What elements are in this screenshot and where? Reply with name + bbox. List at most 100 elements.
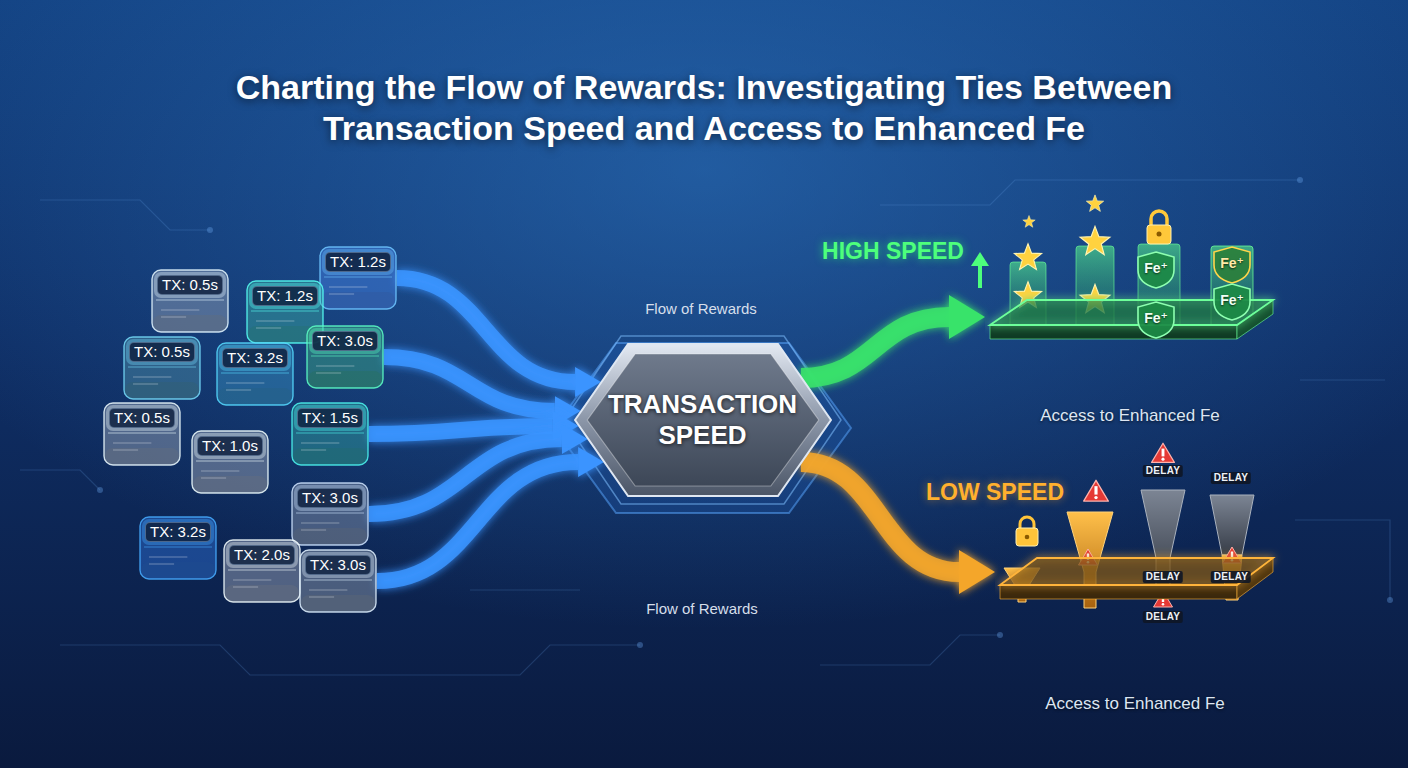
up-arrow-head	[971, 252, 989, 266]
block-detail	[301, 530, 326, 531]
block-top-face	[309, 328, 381, 354]
title-area: Charting the Flow of Rewards: Investigat…	[184, 67, 1224, 149]
block-body	[152, 270, 228, 332]
block-edge	[144, 547, 212, 548]
block-top-face	[249, 283, 321, 309]
block-body	[300, 550, 376, 612]
block-detail	[316, 373, 341, 374]
circuit-trace	[60, 645, 640, 675]
block-top-face	[294, 405, 366, 431]
block-edge	[221, 373, 289, 374]
lock-body	[1016, 528, 1038, 546]
star-icon	[1023, 216, 1035, 228]
label-anchor: DELAY	[1211, 472, 1251, 484]
block-edge	[228, 570, 296, 571]
platform-label: Access to Enhanced Fe	[1040, 406, 1220, 426]
platform-label: Access to Enhanced Fe	[1045, 694, 1225, 714]
block-edge	[311, 356, 379, 357]
transaction-block: TX: 0.5s	[103, 402, 181, 466]
transaction-block: TX: 3.0s	[306, 325, 384, 389]
block-detail	[233, 580, 271, 581]
block-top-face	[219, 345, 291, 371]
circuit-dot	[97, 487, 103, 493]
block-body	[320, 247, 396, 309]
label-anchor: Flow of Rewards	[646, 600, 758, 618]
block-detail	[256, 328, 281, 329]
star-icon	[1080, 226, 1110, 254]
circuit-dot	[997, 632, 1003, 638]
block-edge	[296, 513, 364, 514]
star-icon	[1086, 195, 1103, 211]
transaction-block: TX: 3.0s	[299, 549, 377, 613]
flow-label: Flow of Rewards	[645, 300, 757, 318]
circuit-trace	[40, 200, 210, 230]
block-shade	[308, 371, 382, 387]
block-detail	[201, 471, 239, 472]
edge-label-anchor: HIGH SPEED	[822, 238, 964, 264]
block-label: TX: 2.0s	[229, 545, 295, 565]
block-top-face	[194, 433, 266, 459]
hub-ring	[564, 336, 841, 504]
block-detail	[113, 450, 138, 451]
edge-label-anchor: LOW SPEED	[926, 479, 1064, 505]
delay-tag: DELAY	[1143, 465, 1183, 477]
speed-hub: TRANSACTION SPEED	[573, 340, 833, 500]
transaction-block: TX: 2.0s	[223, 539, 301, 603]
block-top-face	[294, 485, 366, 511]
block-detail	[226, 390, 251, 391]
circuit-trace	[1300, 379, 1385, 380]
connector-group	[369, 278, 959, 581]
platform-front	[990, 325, 1237, 339]
transaction-block: TX: 3.0s	[291, 482, 369, 546]
block-shade	[301, 595, 375, 611]
block-label: TX: 3.2s	[145, 522, 211, 542]
circuit-trace	[470, 589, 580, 590]
warning-icon	[1084, 480, 1109, 501]
fe-shield: Fe⁺	[1212, 283, 1252, 321]
block-label: TX: 1.2s	[252, 286, 318, 306]
block-label: TX: 0.5s	[157, 275, 223, 295]
shield-label: Fe⁺	[1220, 255, 1244, 271]
block-top-face	[322, 249, 394, 275]
reward-platform: Access to Enhanced FeFe⁺Fe⁺Fe⁺Fe⁺	[985, 205, 1275, 428]
block-label: TX: 3.2s	[222, 348, 288, 368]
platform-front	[1000, 585, 1237, 599]
block-shade	[218, 388, 292, 404]
delay-tag: DELAY	[1211, 571, 1251, 583]
block-top-face	[126, 339, 198, 365]
delay-tag: DELAY	[1211, 472, 1251, 484]
block-detail	[329, 287, 367, 288]
shield-outline	[1214, 284, 1250, 320]
transaction-block: TX: 1.5s	[291, 402, 369, 466]
block-top-face	[106, 405, 178, 431]
label-anchor: DELAY	[1211, 571, 1251, 583]
circuit-trace	[1295, 520, 1390, 600]
flow-arrow	[801, 462, 959, 572]
circuit-dot	[207, 227, 213, 233]
block-detail	[309, 590, 347, 591]
flow-arrow	[369, 426, 553, 434]
delay-tag: DELAY	[1143, 571, 1183, 583]
block-label: TX: 1.2s	[325, 252, 391, 272]
block-detail	[329, 294, 354, 295]
block-label: TX: 3.0s	[297, 488, 363, 508]
block-detail	[149, 564, 174, 565]
block-detail	[133, 384, 158, 385]
transaction-block: TX: 1.0s	[191, 430, 269, 494]
block-label: TX: 3.0s	[305, 555, 371, 575]
circuit-traces	[20, 180, 1390, 675]
shield-label: Fe⁺	[1144, 260, 1168, 276]
delay-tag: DELAY	[1143, 611, 1183, 623]
star-icon	[1014, 244, 1041, 270]
block-shade	[153, 315, 227, 331]
transaction-block: TX: 0.5s	[123, 336, 201, 400]
block-detail	[201, 478, 226, 479]
block-detail	[161, 317, 186, 318]
circuit-dot	[1387, 597, 1393, 603]
block-label: TX: 3.0s	[312, 331, 378, 351]
lock-shackle	[1151, 211, 1167, 226]
label-anchor: DELAY	[1143, 611, 1183, 623]
circuit-dots	[97, 177, 1393, 648]
block-detail	[301, 450, 326, 451]
